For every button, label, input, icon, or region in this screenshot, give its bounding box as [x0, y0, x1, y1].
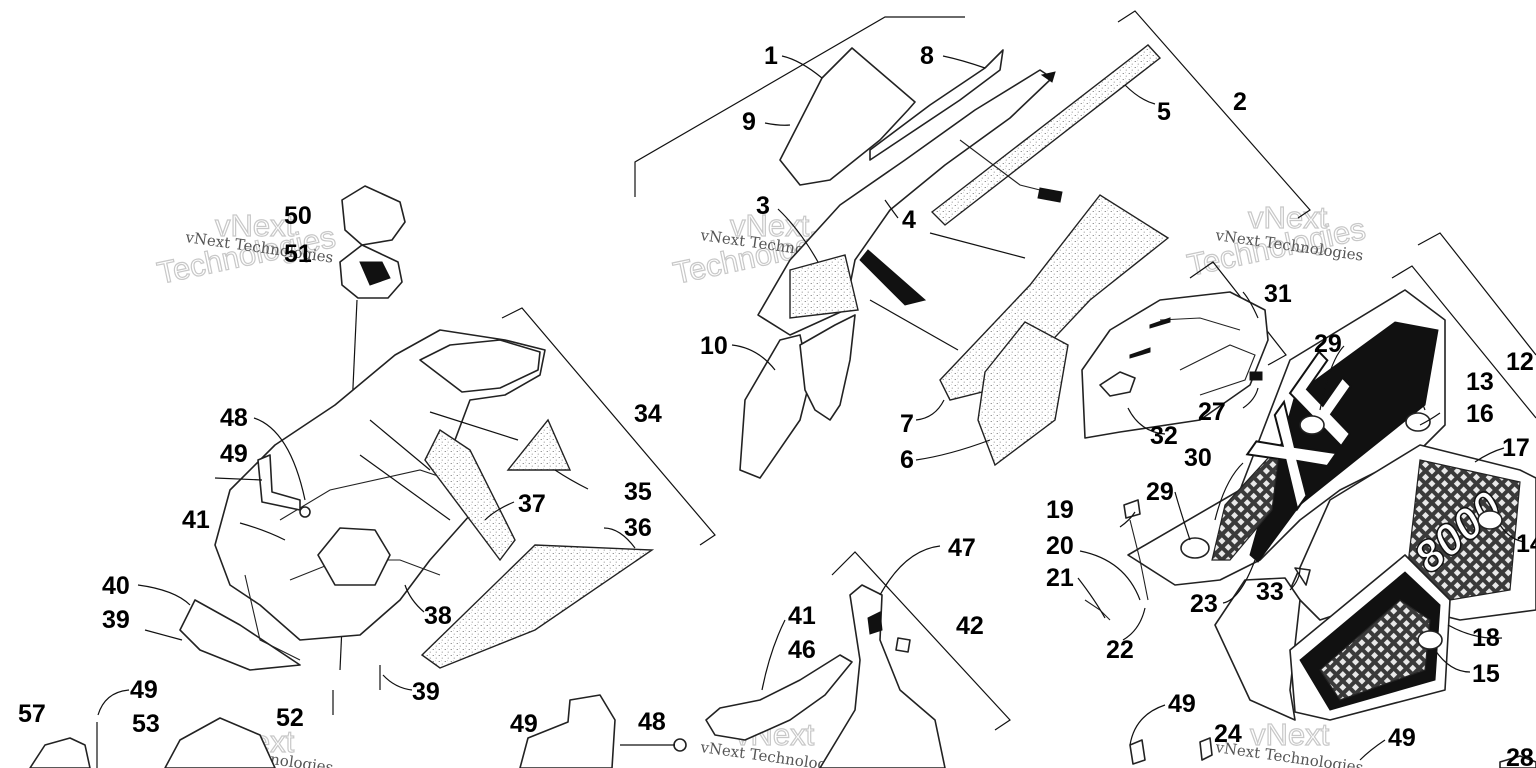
hood-panel-8	[869, 49, 1004, 161]
callout-41b: 41	[788, 602, 816, 630]
panel-42	[819, 584, 946, 768]
callout-41a: 41	[182, 506, 210, 534]
callout-42: 42	[956, 612, 984, 640]
hood-side-10b	[799, 314, 856, 421]
callout-2: 2	[1233, 88, 1247, 116]
watermark-3: vNext Technologies vNext Technologies	[1184, 199, 1369, 283]
side-panel-assembly: 8000	[1084, 444, 1536, 721]
hood-decal-9	[779, 47, 916, 186]
callout-49d: 49	[1168, 690, 1196, 718]
panel-46	[705, 654, 853, 741]
callout-33: 33	[1256, 578, 1284, 606]
belly-pan-assembly	[144, 185, 655, 715]
svg-text:vNext: vNext	[730, 208, 810, 243]
grommet-32	[1099, 371, 1136, 397]
callout-24: 24	[1214, 720, 1242, 748]
side-piece-40	[179, 599, 301, 671]
bracket-lines	[501, 10, 1536, 731]
callout-15: 15	[1472, 660, 1500, 688]
callout-30: 30	[1184, 444, 1212, 472]
bottom-left-parts	[29, 717, 276, 768]
svg-text:vNext: vNext	[215, 208, 295, 243]
callout-5: 5	[1157, 98, 1171, 126]
callout-36: 36	[624, 514, 652, 542]
leader-lines	[97, 55, 1526, 761]
hood-vent	[859, 249, 927, 306]
callout-9: 9	[742, 108, 756, 136]
nose-mesh-30	[1211, 443, 1281, 561]
svg-text:vNext: vNext	[1250, 717, 1330, 752]
callout-20: 20	[1046, 532, 1074, 560]
hood-assembly	[739, 44, 1170, 479]
gasket-50	[341, 185, 406, 246]
callout-47: 47	[948, 534, 976, 562]
callout-49e: 49	[1388, 724, 1416, 752]
callout-27: 27	[1198, 398, 1226, 426]
callout-8: 8	[920, 42, 934, 70]
callout-49c: 49	[510, 710, 538, 738]
callout-16: 16	[1466, 400, 1494, 428]
callout-6: 6	[900, 446, 914, 474]
callout-32: 32	[1150, 422, 1178, 450]
callout-39a: 39	[102, 606, 130, 634]
panel-48-bottom	[519, 694, 616, 768]
callout-51: 51	[284, 240, 312, 268]
callout-48b: 48	[638, 708, 666, 736]
callout-21: 21	[1046, 564, 1074, 592]
belly-pan-cup	[317, 527, 391, 586]
callout-17: 17	[1502, 434, 1530, 462]
panel-53	[164, 717, 276, 768]
callout-40: 40	[102, 572, 130, 600]
foam-6	[977, 321, 1069, 467]
callout-48a: 48	[220, 404, 248, 432]
callout-50: 50	[284, 202, 312, 230]
callout-12: 12	[1506, 348, 1534, 376]
callout-31: 31	[1264, 280, 1292, 308]
callout-14: 14	[1516, 530, 1536, 558]
hood-foam-3	[789, 254, 859, 319]
callout-35: 35	[624, 478, 652, 506]
callout-13: 13	[1466, 368, 1494, 396]
callout-52: 52	[276, 704, 304, 732]
callout-4: 4	[902, 206, 916, 234]
foam-36	[420, 544, 655, 669]
callout-46: 46	[788, 636, 816, 664]
callout-22: 22	[1106, 636, 1134, 664]
callout-7: 7	[900, 410, 914, 438]
callout-1: 1	[764, 42, 778, 70]
callout-23: 23	[1190, 590, 1218, 618]
panel-31	[1081, 291, 1269, 439]
callout-28: 28	[1506, 744, 1534, 768]
belly-pan-main	[214, 329, 546, 641]
callout-18: 18	[1472, 624, 1500, 652]
callout-19: 19	[1046, 496, 1074, 524]
callout-10: 10	[700, 332, 728, 360]
callout-29b: 29	[1146, 478, 1174, 506]
callout-3: 3	[756, 192, 770, 220]
callout-57: 57	[18, 700, 46, 728]
foam-strip-5	[930, 44, 1162, 226]
side-panel-42-assembly	[519, 584, 946, 768]
panel-57	[29, 737, 91, 768]
callout-49a: 49	[220, 440, 248, 468]
hood-side-10	[739, 334, 811, 479]
callout-37: 37	[518, 490, 546, 518]
nose-decal-black	[1249, 321, 1439, 563]
svg-text:vNext: vNext	[1248, 200, 1328, 235]
callout-labels: 1 8 2 5 9 3 4 10 7 6 31 27 32 29 12 13 1…	[18, 42, 1536, 768]
foam-7	[939, 194, 1170, 401]
callout-29a: 29	[1314, 330, 1342, 358]
foam-triangle-35	[506, 418, 572, 471]
callout-49b: 49	[130, 676, 158, 704]
bracket-48	[257, 454, 301, 511]
callout-39b: 39	[412, 678, 440, 706]
callout-53: 53	[132, 710, 160, 738]
inner-panel-31	[1081, 291, 1269, 439]
belly-pan-top	[419, 339, 541, 393]
callout-38: 38	[424, 602, 452, 630]
callout-34: 34	[634, 400, 662, 428]
bottom-right-parts	[1129, 737, 1536, 768]
foam-bar-37	[424, 428, 516, 562]
